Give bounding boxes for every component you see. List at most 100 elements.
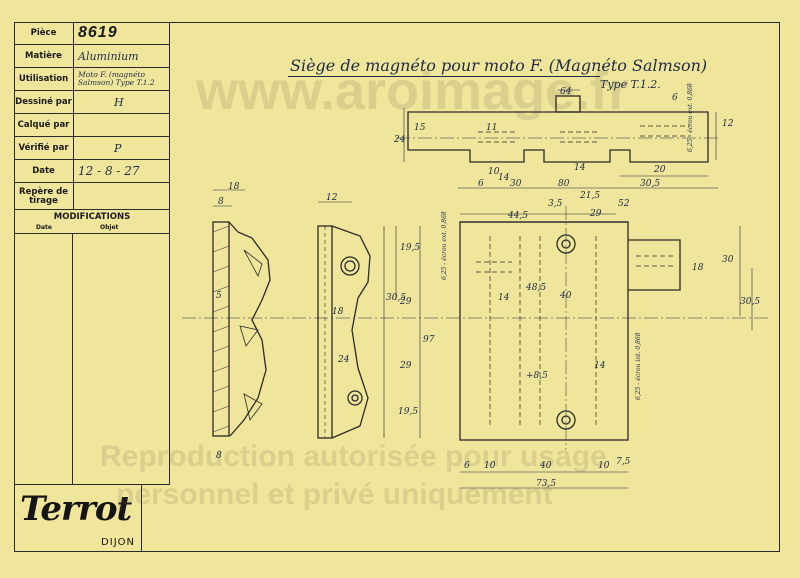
drawing-subtitle: Type T.1.2. [600,78,661,91]
dim-21-5: 21,5 [579,191,600,201]
dim-48-5: 48,5 [525,283,546,293]
note-3: 6,25 - écrou ext. 0,868 [687,83,694,152]
top-view-tab [555,95,581,113]
dim-6: 6 [464,461,470,471]
value-verifie: P [114,141,122,155]
dim-24: 24 [337,355,350,365]
dim-44-5: 44,5 [507,211,528,221]
watermark-line-2: personnel et privé uniquement [116,478,553,511]
logo-city: DIJON [101,537,135,548]
dim-11: 11 [486,123,497,133]
side-view-profile [228,221,271,437]
modifications-date-header: Date [36,224,52,231]
side-view-rib-2 [239,325,259,347]
note-1: 6,25 - écrou ext. 0,868 [441,211,448,280]
label-repere: Repère de tirage [14,183,74,210]
value-piece: 8619 [78,24,118,41]
dim-30-top: 30 [510,179,522,189]
dim-40: 40 [559,291,572,301]
title-block: Pièce 8619 Matière Aluminium Utilisation… [14,22,170,210]
value-dessine: H [114,95,124,109]
note-2: 6,25 - écrou int. 0,868 [635,332,642,400]
dim-15: 15 [414,123,426,133]
label-utilisation: Utilisation [14,68,74,90]
row-dessine: Dessiné par H [14,91,170,114]
middle-view-hole-top [340,256,360,276]
dim-80: 80 [558,179,570,189]
dim-18-mid: 18 [332,307,344,317]
dim-7-5: 7,5 [616,457,631,467]
value-utilisation: Moto F. (magnéto Salmson) Type T.1.2 [78,70,155,87]
dim-30-5-top: 30,5 [640,179,660,189]
dim-8-5: +8,5 [526,371,548,381]
dim-10-top: 10 [488,167,500,177]
label-piece: Pièce [14,22,74,44]
row-matiere: Matière Aluminium [14,45,170,68]
watermark-url: www.aroimage.fr [196,61,630,121]
row-verifie: Vérifié par P [14,137,170,160]
label-date: Date [14,160,74,182]
label-calque: Calqué par [14,114,74,136]
drawing-title: Siège de magnéto pour moto F. (Magnéto S… [290,56,708,75]
dim-20: 20 [653,165,666,175]
dim-18-boss: 18 [692,263,704,273]
row-date: Date 12 - 8 - 27 [14,160,170,183]
dim-14-top-b: 14 [574,163,586,173]
side-view-rib-3 [243,393,263,421]
logo-box: Terrot DIJON [14,485,142,552]
dim-30: 30 [722,255,734,265]
modifications-column-divider [72,234,73,484]
dim-14-top: 14 [498,173,510,183]
dim-29: 29 [399,297,412,307]
modifications-header-line [14,233,170,234]
dim-29-b: 29 [399,361,412,371]
row-piece: Pièce 8619 [14,22,170,45]
watermark-line-1: Reproduction autorisée pour usage [100,440,607,473]
dim-8: 8 [218,197,224,207]
dim-6-topright: 6 [672,93,678,103]
dim-73-5: 73,5 [536,479,556,489]
modifications-objet-header: Objet [100,224,119,231]
dim-19-5-b: 19,5 [398,407,418,417]
row-calque: Calqué par [14,114,170,137]
label-matiere: Matière [14,45,74,67]
dim-8-bottom: 8 [216,451,222,461]
dim-3-5: 3,5 [548,199,563,209]
modifications-title: MODIFICATIONS [53,212,131,222]
dim-24-top: 24 [393,135,406,145]
middle-view-profile [331,225,371,439]
dim-29-main: 29 [589,209,602,219]
dim-10: 10 [484,461,496,471]
dim-12-top: 12 [722,119,734,129]
dim-18: 18 [228,182,240,192]
title-underline [288,76,600,77]
main-view-boss [628,239,681,291]
row-repere: Repère de tirage [14,183,170,210]
modifications-block: MODIFICATIONS Date Objet [14,210,170,485]
dim-52: 52 [618,199,630,209]
main-view-outline [459,221,629,441]
label-dessine: Dessiné par [14,91,74,113]
row-utilisation: Utilisation Moto F. (magnéto Salmson) Ty… [14,68,170,91]
dim-10-b: 10 [598,461,610,471]
dim-30-5: 30,5 [386,293,406,303]
side-view-rib-1 [243,249,263,278]
dim-14-b: 14 [594,361,606,371]
middle-view-hole-top-inner [344,260,356,272]
middle-view-hole-bottom [347,390,363,406]
dim-40-bottom: 40 [539,461,552,471]
middle-view-hole-bottom-inner [351,394,359,402]
dim-5: 5 [216,291,222,301]
dim-97: 97 [423,335,435,345]
dim-30-5-main: 30,5 [740,297,760,307]
top-view-outline [407,111,709,163]
side-view-plate [212,221,230,437]
dim-12: 12 [326,193,338,203]
dim-6-top: 6 [478,179,484,189]
value-date: 12 - 8 - 27 [78,164,140,178]
dim-14: 14 [498,293,510,303]
drawing-frame [14,22,780,552]
label-verifie: Vérifié par [14,137,74,159]
